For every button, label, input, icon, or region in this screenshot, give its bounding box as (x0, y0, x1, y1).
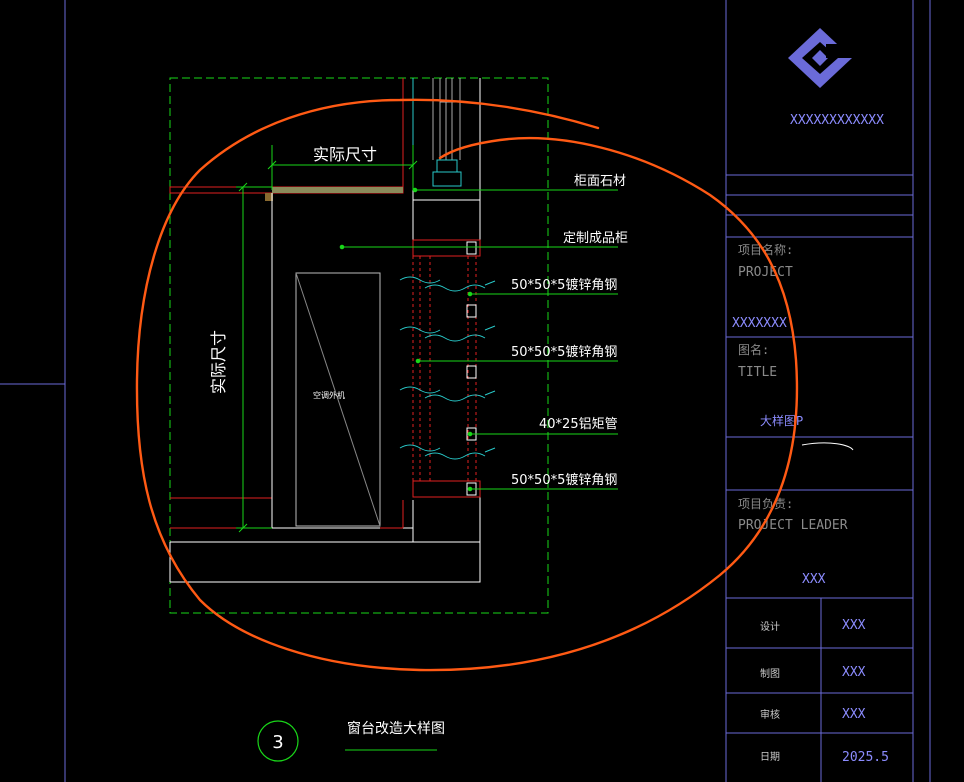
callout-custom-cabinet: 定制成品柜 (563, 231, 628, 246)
steel-profiles (466, 241, 477, 496)
project-label-cn: 项目名称: (738, 242, 793, 257)
project-label-en: PROJECT (738, 265, 793, 280)
wall-outline (169, 78, 481, 583)
sheet-frame (0, 0, 931, 782)
drawing-label-en: TITLE (738, 365, 777, 380)
leader-lines (339, 187, 618, 492)
detail-marker-circle (257, 720, 299, 762)
detail-number: 3 (272, 732, 283, 753)
row-label-design: 设计 (760, 620, 780, 633)
drawing-label-cn: 图名: (738, 342, 769, 357)
leader-label-cn: 项目负责: (738, 497, 793, 511)
ac-unit-label: 空调外机 (313, 390, 345, 400)
markup-circle (135, 98, 799, 672)
steel-frame (412, 239, 481, 498)
callout-countertop-stone: 柜面石材 (574, 174, 626, 189)
dimension-vertical (236, 182, 272, 533)
countertop-stone (169, 186, 404, 201)
callout-aluminum-tube: 40*25铝矩管 (539, 417, 618, 432)
project-value: XXXXXXX (732, 316, 787, 331)
callout-angle-steel-1: 50*50*5镀锌角钢 (511, 277, 617, 293)
ac-unit (295, 272, 381, 527)
airflow-arrows (399, 276, 496, 460)
leader-label-en: PROJECT LEADER (738, 518, 848, 533)
drawing-value: 大样图P (760, 413, 803, 428)
row-value-date: 2025.5 (842, 750, 889, 765)
row-label-review: 审核 (760, 708, 780, 721)
interior-wall (170, 193, 404, 529)
markup-tail (801, 442, 854, 451)
company-name: XXXXXXXXXXXX (790, 113, 884, 128)
callout-angle-steel-2: 50*50*5镀锌角钢 (511, 344, 617, 360)
leader-value: XXX (802, 572, 826, 587)
title-block-grid (726, 174, 913, 782)
row-value-review: XXX (842, 707, 866, 722)
callout-angle-steel-3: 50*50*5镀锌角钢 (511, 472, 617, 488)
dimension-horizontal-label: 实际尺寸 (313, 145, 377, 164)
dimension-vertical-label: 实际尺寸 (209, 330, 228, 394)
company-logo-icon (788, 28, 852, 88)
row-label-draft: 制图 (760, 667, 780, 680)
dimension-horizontal (267, 145, 418, 190)
detail-title: 窗台改造大样图 (347, 720, 445, 737)
row-value-draft: XXX (842, 665, 866, 680)
row-label-date: 日期 (760, 751, 780, 763)
row-value-design: XXX (842, 618, 866, 633)
window-frame (402, 78, 462, 190)
